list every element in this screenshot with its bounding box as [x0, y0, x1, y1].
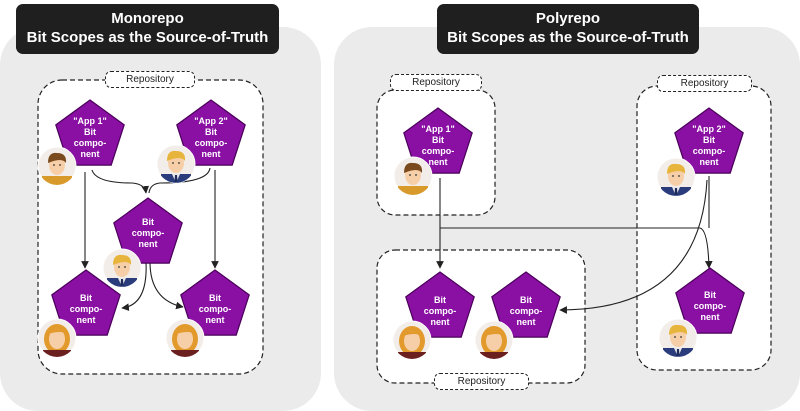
polyrepo-subtitle: Bit Scopes as the Source-of-Truth: [447, 29, 689, 46]
arrow-app2-to-mid: [148, 167, 211, 194]
mono-br-line2: compo-: [198, 304, 232, 314]
pentagon-mono-app1: [55, 99, 125, 166]
arrow-mid-to-br: [149, 261, 184, 310]
poly-app2-line4: nent: [699, 157, 719, 167]
avatar-poly-bm-icon: [474, 320, 514, 360]
poly-r-label: Bit compo- nent: [680, 290, 740, 323]
mono-app2-label: "App 2" Bit compo- nent: [181, 116, 241, 160]
mono-br-line1: Bit: [209, 293, 221, 303]
pentagon-mono-br: [180, 269, 250, 336]
poly-app2-label: "App 2" Bit compo- nent: [679, 124, 739, 168]
monorepo-subtitle: Bit Scopes as the Source-of-Truth: [26, 29, 269, 46]
mono-bl-line3: nent: [76, 315, 96, 325]
mono-app1-label: "App 1" Bit compo- nent: [60, 116, 120, 160]
mono-app1-line1: "App 1": [73, 116, 107, 126]
mono-mid-line2: compo-: [131, 228, 165, 238]
pentagon-poly-app2: [674, 107, 744, 174]
polyrepo-title: Polyrepo: [535, 10, 601, 27]
poly-bl-line2: compo-: [423, 306, 457, 316]
poly-r-line1: Bit: [704, 290, 716, 300]
component-nodes: [51, 99, 745, 338]
pentagon-mono-app2: [176, 99, 246, 166]
avatar-mono-mid-icon: [102, 248, 142, 288]
mono-mid-line3: nent: [138, 239, 158, 249]
mono-mid-line1: Bit: [142, 217, 154, 227]
poly-app2-repository-tab: Repository: [657, 75, 752, 92]
pentagon-mono-mid: [113, 197, 183, 264]
poly-bl-line1: Bit: [434, 295, 446, 305]
monorepo-title: Monorepo: [111, 10, 184, 27]
poly-app1-line2: Bit: [432, 135, 444, 145]
mono-app2-line3: compo-: [194, 138, 228, 148]
mono-br-line3: nent: [205, 315, 225, 325]
pentagon-mono-bl: [51, 269, 121, 336]
mono-app1-line2: Bit: [84, 127, 96, 137]
mono-app1-line4: nent: [80, 149, 100, 159]
arrow-poly-app1-to-r: [440, 227, 713, 269]
poly-app2-line2: Bit: [703, 135, 715, 145]
developer-avatars: [37, 144, 698, 360]
pentagon-poly-r: [675, 267, 745, 334]
mono-bl-line2: compo-: [69, 304, 103, 314]
arrow-app1-to-mid: [91, 169, 150, 194]
mono-bl-line1: Bit: [80, 293, 92, 303]
poly-app2-line1: "App 2": [692, 124, 726, 134]
avatar-mono-app1-icon: [37, 146, 77, 186]
poly-app2-line3: compo-: [692, 146, 726, 156]
pentagon-poly-bm: [491, 271, 561, 338]
mono-repository-tab: Repository: [105, 71, 195, 88]
mono-app2-line4: nent: [201, 149, 221, 159]
poly-app1-repository-tab: Repository: [390, 74, 482, 91]
mono-app2-line1: "App 2": [194, 116, 228, 126]
avatar-mono-br-icon: [165, 318, 205, 358]
arrow-mid-to-bl: [121, 261, 147, 312]
poly-bm-line1: Bit: [520, 295, 532, 305]
avatar-mono-bl-icon: [37, 318, 77, 358]
avatar-poly-r-icon: [658, 318, 698, 358]
poly-bm-line2: compo-: [509, 306, 543, 316]
mono-bl-label: Bit compo- nent: [56, 293, 116, 326]
mono-br-label: Bit compo- nent: [185, 293, 245, 326]
poly-bm-line3: nent: [516, 317, 536, 327]
monorepo-title-box: Monorepo Bit Scopes as the Source-of-Tru…: [16, 4, 279, 54]
poly-app1-label: "App 1" Bit compo- nent: [408, 124, 468, 168]
pentagon-poly-app1: [403, 107, 473, 174]
poly-r-line2: compo-: [693, 301, 727, 311]
avatar-poly-app2-icon: [656, 157, 696, 197]
poly-app1-line3: compo-: [421, 146, 455, 156]
avatar-poly-app1-icon: [393, 156, 433, 196]
poly-app1-line4: nent: [428, 157, 448, 167]
poly-r-line3: nent: [700, 312, 720, 322]
poly-shared-repository-tab: Repository: [434, 373, 529, 390]
poly-app1-line1: "App 1": [421, 124, 455, 134]
poly-bl-label: Bit compo- nent: [410, 295, 470, 328]
poly-bm-label: Bit compo- nent: [496, 295, 556, 328]
mono-app1-line3: compo-: [73, 138, 107, 148]
mono-mid-label: Bit compo- nent: [118, 217, 178, 250]
arrow-poly-app2-to-bm: [559, 179, 708, 314]
poly-bl-line3: nent: [430, 317, 450, 327]
pentagon-poly-bl: [405, 271, 475, 338]
mono-app2-line2: Bit: [205, 127, 217, 137]
avatar-poly-bl-icon: [392, 320, 432, 360]
avatar-mono-app2-icon: [156, 144, 196, 184]
polyrepo-title-box: Polyrepo Bit Scopes as the Source-of-Tru…: [437, 4, 699, 54]
